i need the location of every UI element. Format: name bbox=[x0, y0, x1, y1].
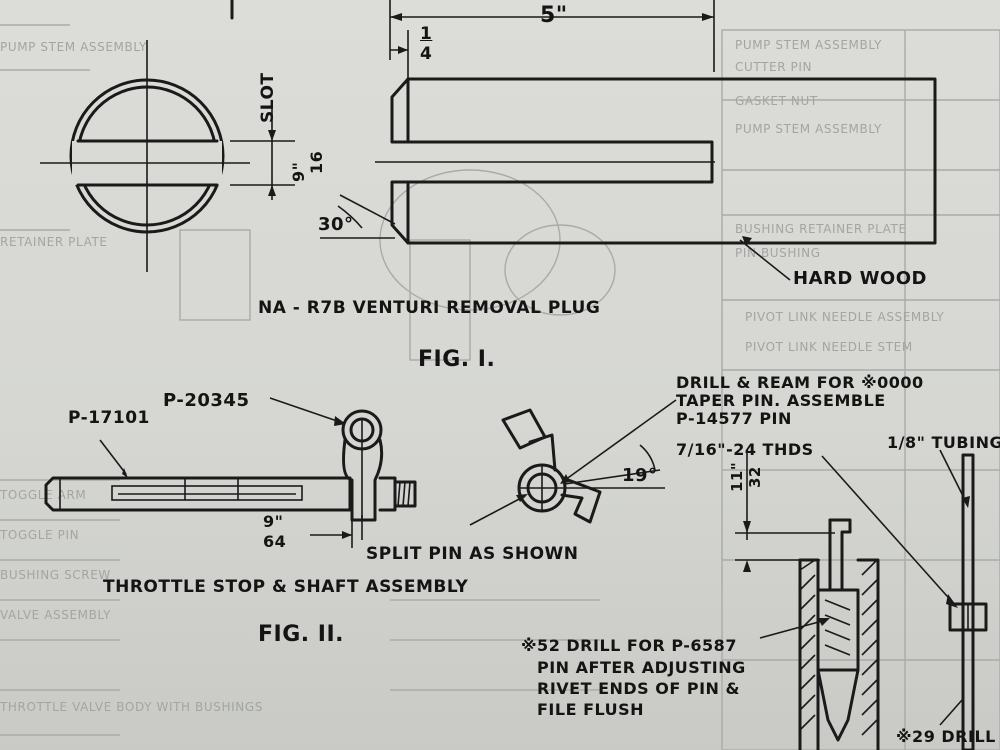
stop-angle: 19° bbox=[622, 465, 658, 486]
throttle-shaft bbox=[44, 397, 417, 548]
throttle-stop-end-view bbox=[469, 399, 677, 526]
quarter-dim-denominator: 4 bbox=[420, 44, 433, 64]
quarter-dim-numerator: 1 bbox=[420, 24, 433, 44]
screw-dim-denominator: 32 bbox=[746, 466, 764, 488]
fig1-label: FIG. I. bbox=[418, 347, 496, 372]
screw-dim-numerator: 11" bbox=[728, 461, 746, 492]
drill-ream-note-line3: P-14577 PIN bbox=[676, 409, 792, 428]
drill52-note-line2: PIN AFTER ADJUSTING bbox=[537, 658, 746, 677]
length-dimension: 5" bbox=[540, 3, 568, 28]
part-p17101: P-17101 bbox=[68, 408, 150, 428]
thread-spec: 7/16"-24 THDS bbox=[676, 440, 814, 459]
drill29-note: ※29 DRILL bbox=[896, 727, 996, 746]
drill-ream-note-line2: TAPER PIN. ASSEMBLE bbox=[676, 391, 886, 410]
shaft-dim-denominator: 64 bbox=[263, 532, 287, 551]
tubing-spec: 1/8" TUBING bbox=[887, 433, 1000, 452]
drill52-note-line3: RIVET ENDS OF PIN & bbox=[537, 679, 740, 698]
plug-title: NA - R7B VENTURI REMOVAL PLUG bbox=[258, 298, 601, 318]
bom-table-ghost bbox=[721, 29, 1000, 750]
assembly-title: THROTTLE STOP & SHAFT ASSEMBLY bbox=[103, 577, 469, 597]
material-note: HARD WOOD bbox=[793, 268, 927, 289]
part-p20345: P-20345 bbox=[163, 390, 250, 411]
shaft-dim-numerator: 9" bbox=[263, 512, 284, 531]
chamfer-angle: 30° bbox=[318, 214, 354, 235]
drill52-note-line4: FILE FLUSH bbox=[537, 700, 645, 719]
drill52-note-line1: ※52 DRILL FOR P-6587 bbox=[521, 636, 737, 655]
split-pin-note: SPLIT PIN AS SHOWN bbox=[366, 544, 579, 564]
drill-ream-note-line1: DRILL & REAM FOR ※0000 bbox=[676, 373, 924, 392]
threaded-body-section bbox=[735, 450, 958, 750]
fig2-label: FIG. II. bbox=[258, 622, 345, 647]
plug-end-view bbox=[40, 0, 295, 272]
plug-side-view bbox=[320, 0, 937, 281]
tubing-detail bbox=[939, 449, 988, 750]
